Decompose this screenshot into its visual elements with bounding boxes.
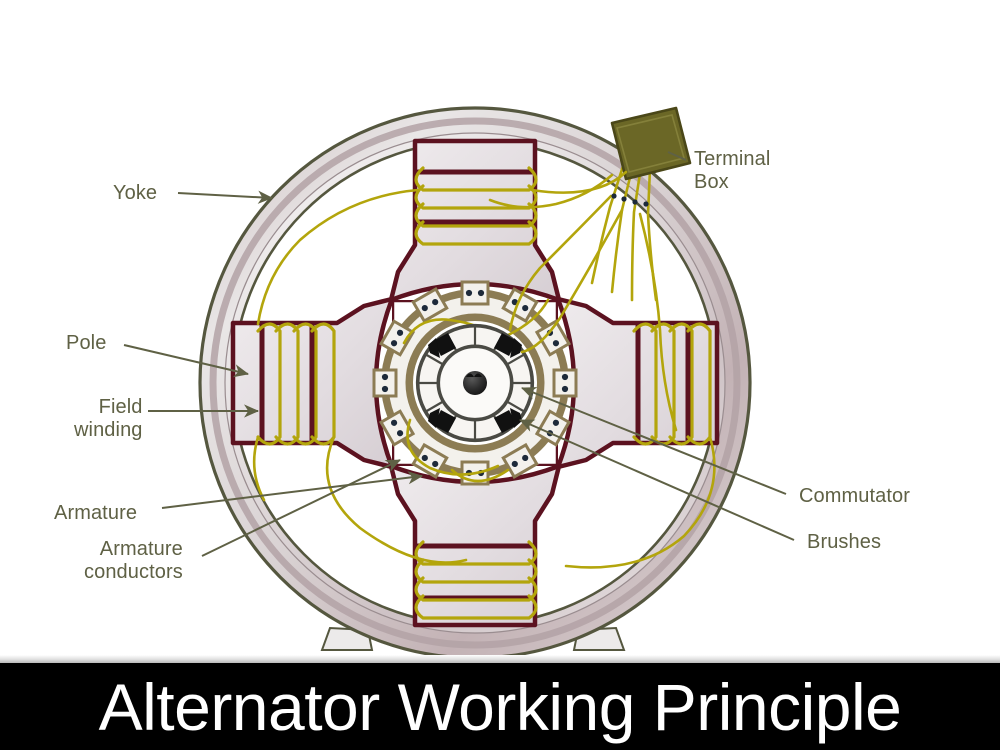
brush-top-right bbox=[494, 333, 522, 358]
field-winding-bottom bbox=[414, 540, 538, 620]
field-winding-left bbox=[256, 322, 336, 446]
diagram-canvas: Yoke Pole Field winding Armature Armatur… bbox=[54, 106, 911, 660]
commutator-ring bbox=[415, 323, 535, 443]
armature-conductor-slot bbox=[411, 286, 449, 324]
armature-conductor-slot bbox=[552, 368, 578, 398]
label-armature: Armature bbox=[54, 502, 138, 524]
brush-bottom-left bbox=[428, 408, 456, 433]
armature-slot-group bbox=[372, 280, 578, 486]
leader-armature-conductors bbox=[201, 459, 401, 557]
label-terminal-box: Terminal Box bbox=[694, 148, 771, 193]
leader-brushes bbox=[519, 419, 795, 541]
banner-top-divider bbox=[0, 655, 1000, 663]
label-yoke: Yoke bbox=[113, 182, 158, 204]
callout-leader-lines bbox=[123, 151, 795, 557]
armature-conductor-slot bbox=[411, 442, 449, 480]
armature-conductor-slot bbox=[372, 368, 398, 398]
shaft bbox=[463, 371, 487, 395]
terminal-box bbox=[610, 106, 692, 181]
label-pole: Pole bbox=[66, 332, 107, 354]
leader-armature bbox=[161, 471, 423, 509]
armature-conductor-slot bbox=[378, 409, 416, 447]
armature-conductor-slot bbox=[378, 319, 416, 357]
leader-pole bbox=[123, 344, 249, 378]
field-winding-right bbox=[632, 322, 712, 446]
armature-conductor-slot bbox=[534, 319, 572, 357]
armature-conductor-slot bbox=[460, 280, 490, 306]
label-brushes: Brushes bbox=[807, 531, 882, 553]
brush-bottom-right bbox=[494, 408, 522, 433]
terminal-box-assembly bbox=[488, 106, 692, 432]
brush-set bbox=[428, 333, 522, 433]
field-winding-group bbox=[256, 166, 712, 620]
armature-core bbox=[372, 280, 578, 486]
field-winding-top bbox=[414, 166, 538, 246]
label-commutator: Commutator bbox=[799, 485, 911, 507]
label-field-winding: Field winding bbox=[74, 396, 143, 441]
leader-yoke bbox=[177, 190, 273, 204]
label-armature-conductors: Armature conductors bbox=[84, 538, 183, 583]
leader-commutator bbox=[521, 387, 787, 495]
alternator-cross-section-diagram bbox=[123, 106, 795, 660]
field-interconnect-wires bbox=[252, 170, 716, 569]
leader-terminal-box bbox=[667, 151, 687, 161]
armature-conductor-slot bbox=[501, 442, 539, 480]
brush-top-left bbox=[428, 333, 456, 358]
title-text: Alternator Working Principle bbox=[98, 669, 902, 744]
title-banner: Alternator Working Principle bbox=[0, 663, 1000, 750]
